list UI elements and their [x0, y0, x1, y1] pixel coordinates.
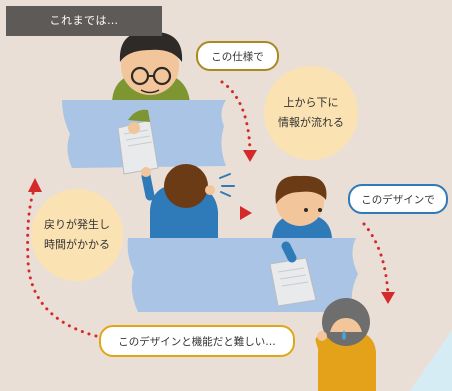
- flow-arrow-right-head: [381, 292, 395, 304]
- design-speech-bubble: このデザインで: [348, 184, 448, 214]
- spec-document: [117, 109, 159, 175]
- flow-arrow-top: [220, 80, 252, 152]
- rework-note: 戻りが発生し 時間がかかる: [31, 189, 123, 281]
- spec-speech-bubble: この仕様で: [196, 41, 279, 71]
- flow-note: 上から下に 情報が流れる: [264, 66, 358, 160]
- rework-arrow-head: [28, 178, 42, 192]
- developer-person: [315, 298, 376, 391]
- designer-person: [141, 164, 235, 240]
- rework-note-line1: 戻りが発生し: [44, 218, 110, 231]
- flow-note-line1: 上から下に: [283, 96, 339, 109]
- flow-arrow-top-head: [243, 150, 257, 162]
- rework-note-line2: 時間がかかる: [44, 238, 110, 251]
- corner-accent: [410, 330, 452, 391]
- design-document: [269, 241, 317, 307]
- section-header: これまでは…: [6, 6, 162, 36]
- flow-arrow-middle-head: [240, 206, 252, 220]
- flow-note-line2: 情報が流れる: [278, 116, 344, 129]
- flow-arrow-right: [362, 222, 390, 298]
- lower-table: [127, 238, 358, 312]
- difficulty-speech-bubble: このデザインと機能だと難しい…: [99, 325, 295, 357]
